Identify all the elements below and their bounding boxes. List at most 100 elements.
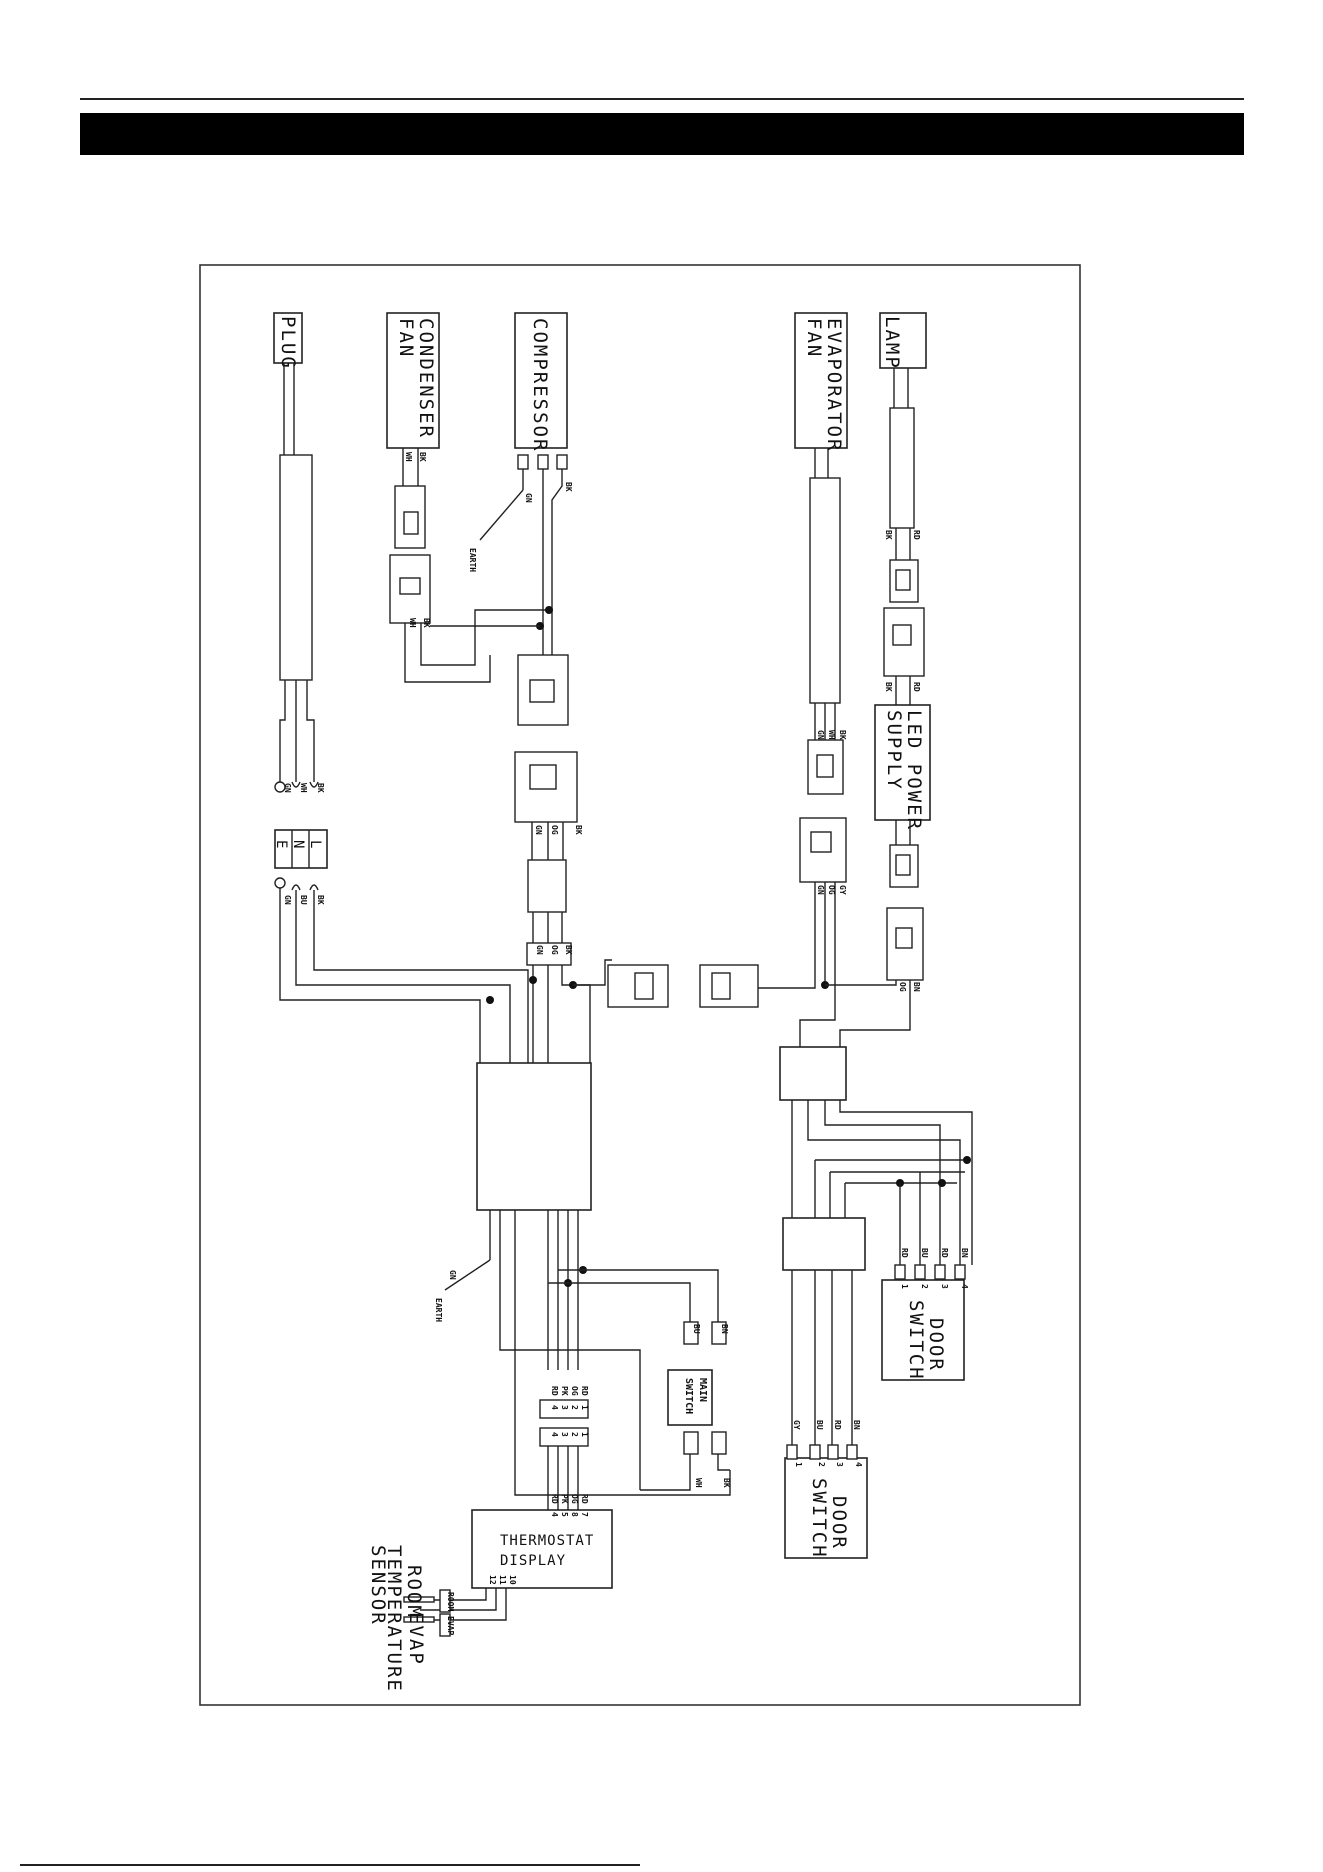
compressor-box: COMPRESSOR bbox=[514, 312, 568, 452]
dsl-num-4: 4 bbox=[854, 1462, 863, 1467]
cond-code-bk: BK bbox=[418, 452, 427, 462]
plug-code-gn: GN bbox=[283, 783, 292, 793]
ms-code-bu: BU bbox=[692, 1324, 701, 1334]
term-code-bu: BU bbox=[299, 895, 308, 905]
earth-lower-wire: GN bbox=[448, 1270, 457, 1280]
th-wire-code-3: PK bbox=[560, 1494, 569, 1504]
door-switch-lower-box: DOOR SWITCH bbox=[784, 1457, 868, 1559]
terminal-e: E bbox=[273, 840, 289, 849]
term-fork-n bbox=[291, 884, 301, 891]
plug-code-bk: BK bbox=[316, 783, 325, 793]
condenser-fan-label-1: CONDENSER bbox=[415, 318, 437, 439]
lamp-code-bk: BK bbox=[884, 530, 893, 540]
plug-fork-n bbox=[291, 781, 301, 788]
ms-code-wh: WH bbox=[694, 1478, 703, 1488]
diagram-frame bbox=[199, 264, 1081, 1706]
th-top-num-4: 4 bbox=[550, 1405, 559, 1410]
ms-code-bk: BK bbox=[722, 1478, 731, 1488]
plug-cord-sleeve bbox=[279, 454, 313, 681]
dsl-num-1: 1 bbox=[794, 1462, 803, 1467]
plug-code-wh: WH bbox=[299, 783, 308, 793]
th-top-code-2: OG bbox=[570, 1386, 579, 1396]
dsu-num-4: 4 bbox=[960, 1284, 969, 1289]
th-bot-num-2: 2 bbox=[570, 1432, 579, 1437]
lamp-cord-sleeve bbox=[889, 407, 915, 529]
dsu-code-bu: BU bbox=[920, 1248, 929, 1258]
cconn-code-bk: BK bbox=[574, 825, 583, 835]
terminal-block: L N E bbox=[273, 829, 328, 869]
th-pin-8: 8 bbox=[570, 1512, 579, 1517]
th-pin-4: 4 bbox=[550, 1512, 559, 1517]
title-bar bbox=[80, 113, 1244, 155]
main-switch-label-1: MAIN bbox=[697, 1378, 708, 1402]
th-bot-num-1: 1 bbox=[580, 1432, 589, 1437]
dsu-num-1: 1 bbox=[900, 1284, 909, 1289]
lamp-plug-female bbox=[883, 607, 925, 677]
thermostat-label-2: DISPLAY bbox=[500, 1553, 566, 1569]
main-switch-box: MAIN SWITCH bbox=[667, 1369, 713, 1426]
sensor-caption-2: SENSOR bbox=[367, 1545, 389, 1626]
term-earth-ring bbox=[274, 877, 286, 889]
earth-lower-label: EARTH bbox=[434, 1298, 443, 1322]
terminal-n: N bbox=[290, 840, 306, 849]
evap-code-gn: GN bbox=[816, 730, 825, 740]
door-switch-upper-box: DOOR SWITCH bbox=[881, 1279, 965, 1381]
main-junction-box bbox=[476, 1062, 592, 1211]
th-wire-code-2: OG bbox=[570, 1494, 579, 1504]
evapconn-code-og: OG bbox=[827, 885, 836, 895]
sensor-tag-evap: EVAP bbox=[446, 1616, 455, 1635]
lamp-label: LAMP bbox=[881, 316, 903, 370]
plug-label: PLUG bbox=[277, 316, 299, 370]
cbundle-code-bk: BK bbox=[564, 945, 573, 955]
sensor-pin-10: 10 bbox=[508, 1575, 517, 1585]
cond-code-wh: WH bbox=[404, 452, 413, 462]
th-top-code-3: PK bbox=[560, 1386, 569, 1396]
cond-code-wh-2: WH bbox=[408, 618, 417, 628]
condenser-fan-box: CONDENSER FAN bbox=[386, 312, 440, 449]
door-switch-lower-label-1: DOOR bbox=[828, 1496, 850, 1550]
room-sensor-label: ROOM bbox=[403, 1565, 425, 1619]
comp-code-bk: BK bbox=[564, 482, 573, 492]
compressor-label: COMPRESSOR bbox=[529, 318, 551, 452]
evap-sensor-probe bbox=[403, 1616, 435, 1623]
plug-fork-l bbox=[309, 781, 319, 788]
th-top-num-3: 3 bbox=[560, 1405, 569, 1410]
dsu-code-rd: RD bbox=[940, 1248, 949, 1258]
evapconn-code-gy: GY bbox=[838, 885, 847, 895]
dsl-num-3: 3 bbox=[835, 1462, 844, 1467]
ledlow-code-og: OG bbox=[898, 982, 907, 992]
comp-code-gn: GN bbox=[524, 493, 533, 503]
lamp-code-rd: RD bbox=[912, 530, 921, 540]
th-pin-5: 5 bbox=[560, 1512, 569, 1517]
lower-junction-box bbox=[782, 1217, 866, 1271]
cbundle-code-og: OG bbox=[550, 945, 559, 955]
earth-compressor-label: EARTH bbox=[468, 548, 477, 572]
th-pin-7: 7 bbox=[580, 1512, 589, 1517]
header-rule bbox=[80, 98, 1244, 100]
sensor-tag-room: ROOM bbox=[446, 1592, 455, 1611]
dsu-num-2: 2 bbox=[920, 1284, 929, 1289]
upper-junction-box bbox=[779, 1046, 847, 1101]
dsl-code-gy: GY bbox=[792, 1420, 801, 1430]
room-sensor-probe bbox=[403, 1596, 435, 1603]
dsl-code-bn: BN bbox=[852, 1420, 861, 1430]
led-code-bk: BK bbox=[884, 682, 893, 692]
thermostat-connector-lower bbox=[539, 1427, 589, 1447]
term-code-gn: GN bbox=[283, 895, 292, 905]
ledlow-code-bn: BN bbox=[912, 982, 921, 992]
th-top-code-1: RD bbox=[580, 1386, 589, 1396]
thermostat-label-1: THERMOSTAT bbox=[500, 1533, 594, 1549]
dsu-code-bn: BN bbox=[960, 1248, 969, 1258]
sensor-pin-11: 11 bbox=[498, 1575, 507, 1585]
plug-box: PLUG bbox=[273, 312, 303, 370]
evaporator-fan-label-1: EVAPORATOR bbox=[823, 318, 845, 452]
sensor-pin-12: 12 bbox=[488, 1575, 497, 1585]
dsu-num-3: 3 bbox=[940, 1284, 949, 1289]
evap-code-wh: WH bbox=[827, 730, 836, 740]
led-power-supply-label-2: SUPPLY bbox=[883, 710, 905, 791]
th-top-num-2: 2 bbox=[570, 1405, 579, 1410]
term-code-bk: BK bbox=[316, 895, 325, 905]
dsl-code-bu: BU bbox=[815, 1420, 824, 1430]
evap-cord-sleeve bbox=[809, 477, 841, 704]
